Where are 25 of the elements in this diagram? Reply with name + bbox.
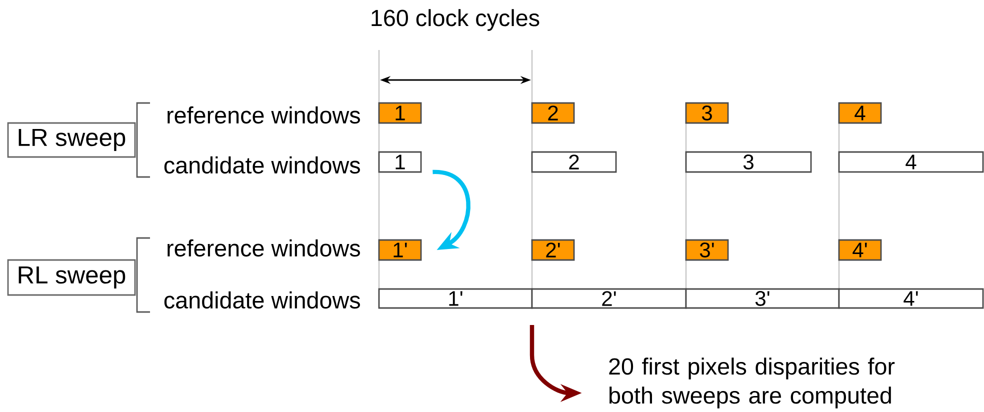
candidate-window: 3'	[685, 288, 840, 309]
reference-window: 2	[531, 102, 575, 124]
arrow	[432, 170, 470, 250]
candidate-window: 1'	[378, 288, 533, 309]
note-text: 20 first pixels disparities for both sweeps are computed	[609, 358, 895, 408]
sweep-box: RL sweep	[7, 259, 136, 296]
candidate-window: 4	[838, 151, 984, 173]
reference-window: 3'	[685, 239, 729, 261]
reference-window: 4'	[838, 239, 882, 261]
reference-window: 2'	[531, 239, 575, 261]
dimension-label: 160 clock cycles	[372, 9, 540, 31]
row-label: candidate windows	[164, 291, 360, 309]
candidate-window: 4'	[838, 288, 984, 309]
reference-window: 1	[378, 102, 422, 124]
reference-window: 3	[685, 102, 729, 124]
sweep-box: LR sweep	[7, 122, 136, 158]
candidate-window: 1	[378, 151, 422, 173]
row-label: reference windows	[168, 106, 360, 124]
reference-window: 4	[838, 102, 882, 124]
candidate-window: 2	[531, 151, 617, 173]
row-label: reference windows	[168, 239, 360, 257]
row-label: candidate windows	[164, 156, 360, 174]
candidate-window: 3	[685, 151, 812, 173]
candidate-window: 2'	[531, 288, 687, 309]
reference-window: 1'	[378, 239, 422, 261]
